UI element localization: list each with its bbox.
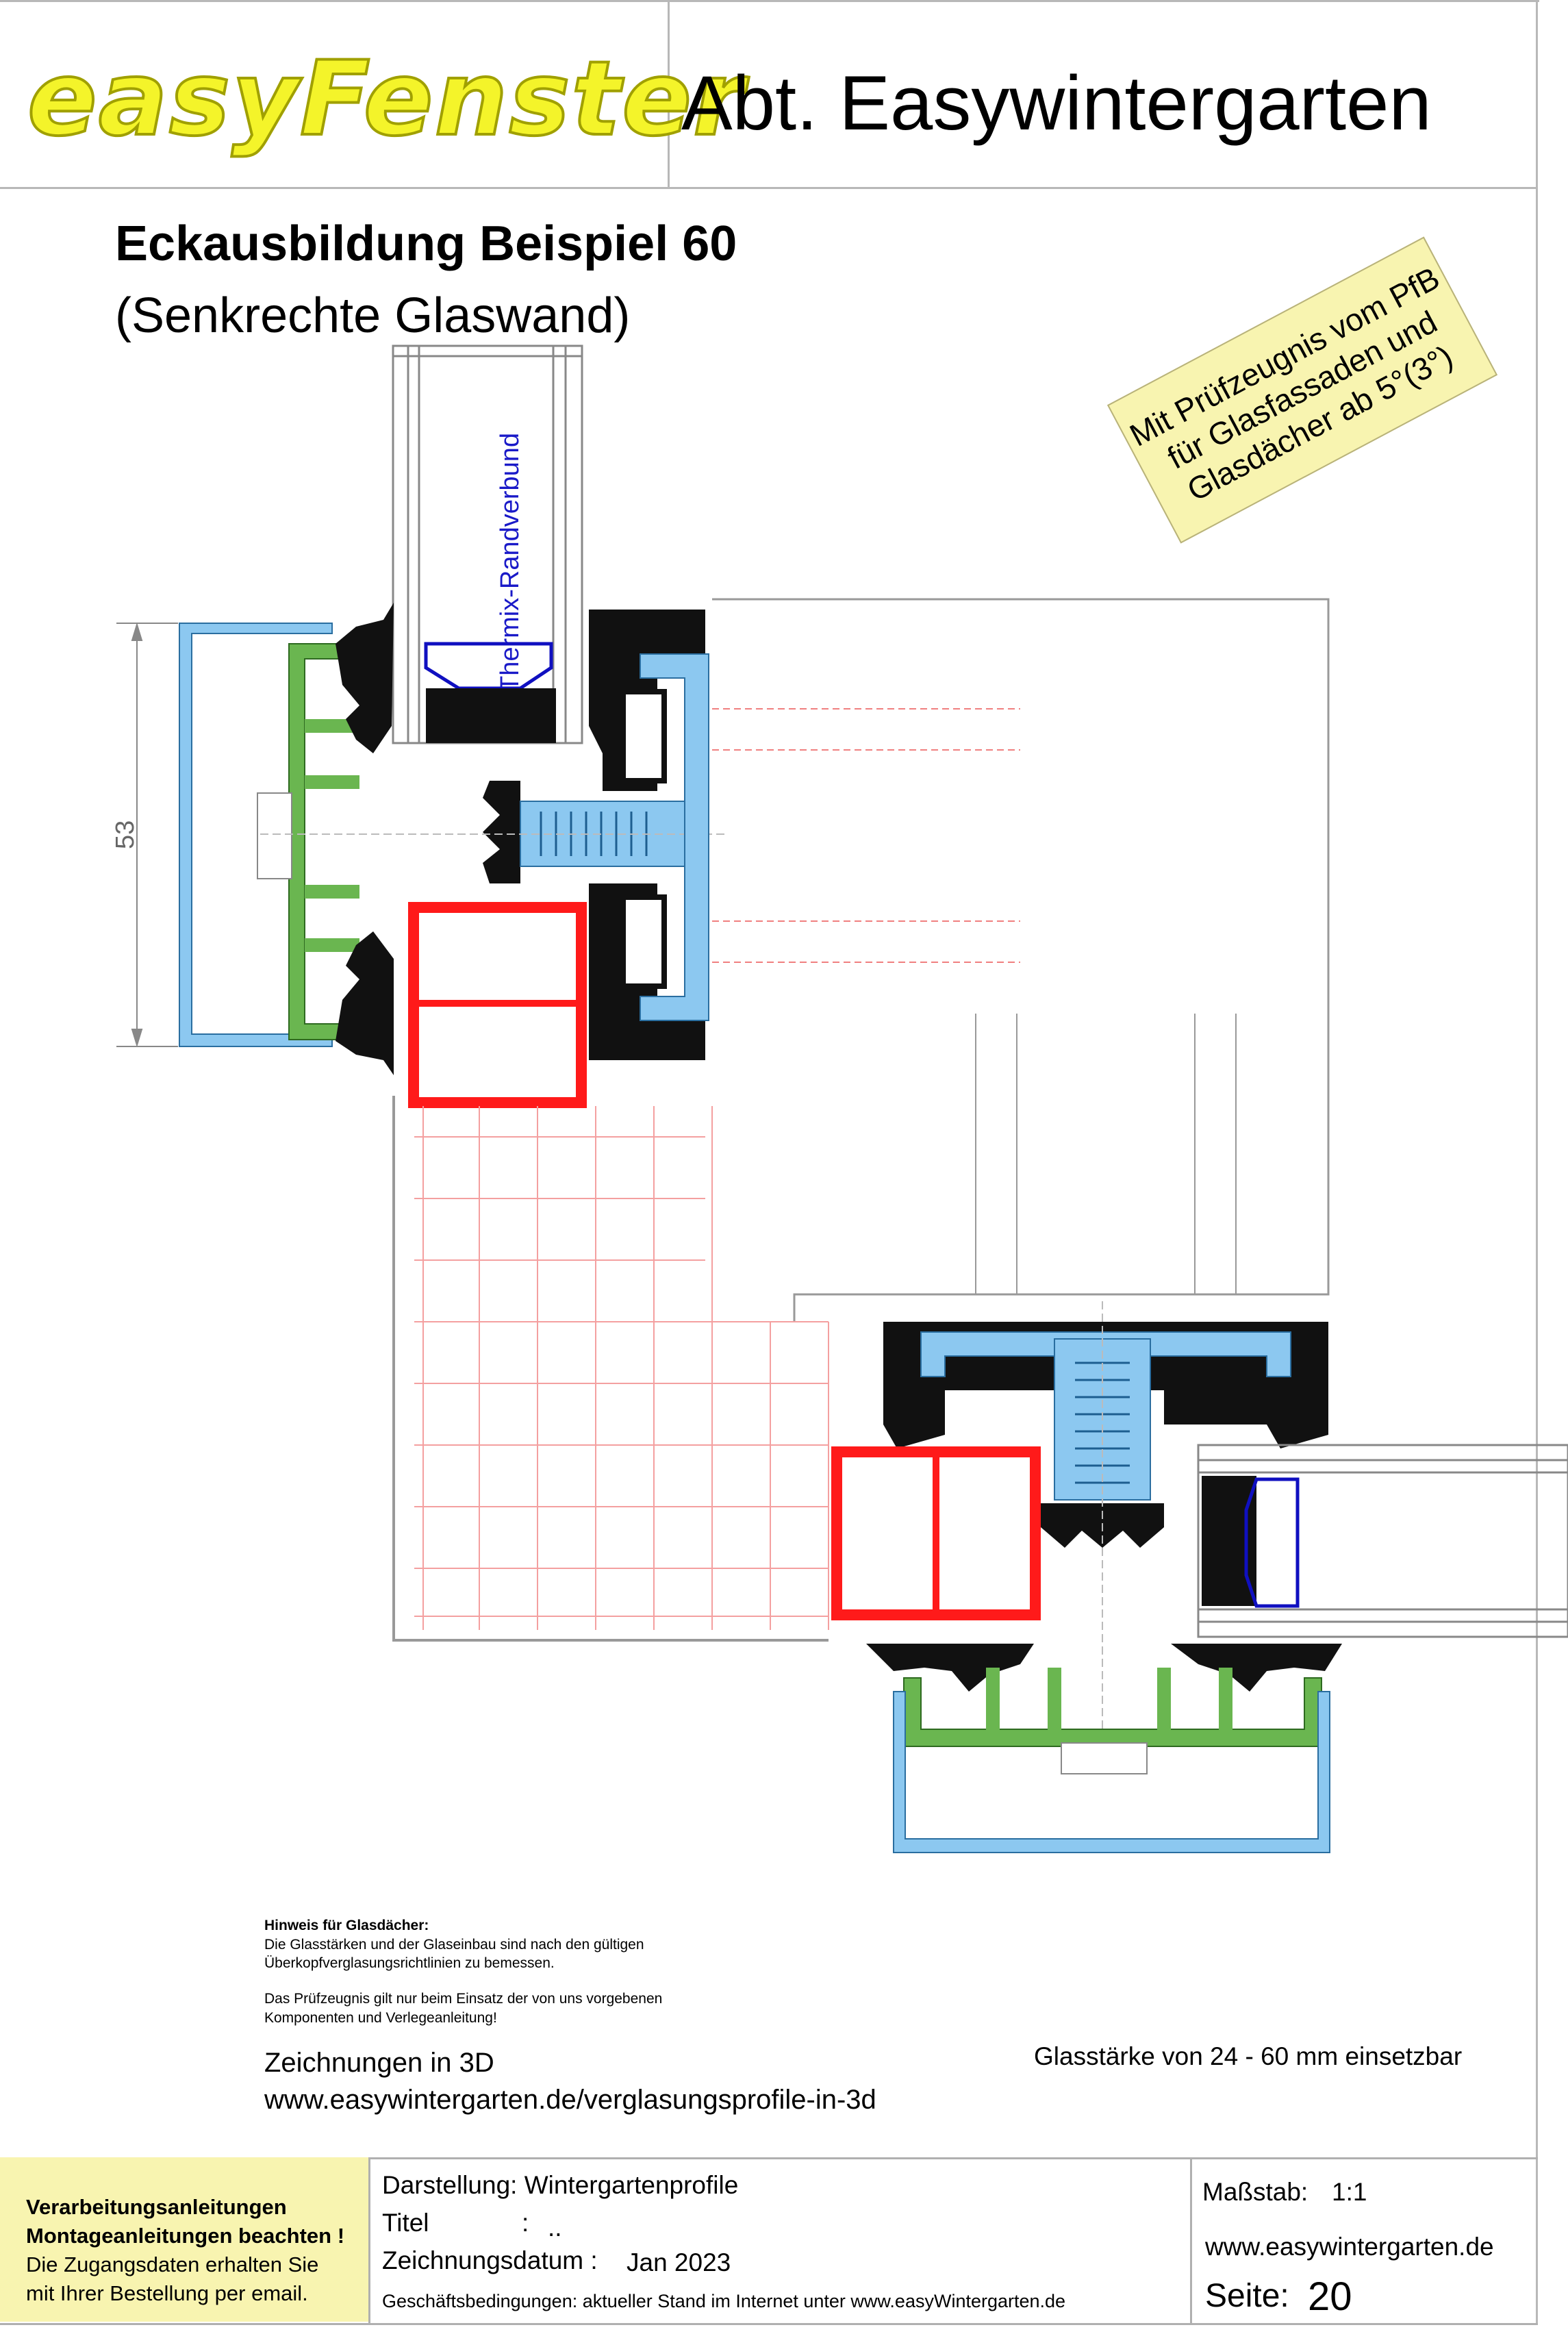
dimension-line xyxy=(116,622,178,1048)
seal-bottom-left xyxy=(866,1644,1034,1692)
seal-left-bottom xyxy=(336,931,394,1075)
inner-black-profile xyxy=(483,781,520,883)
hint-line: Das Prüfzeugnis gilt nur beim Einsatz de… xyxy=(264,1991,663,2007)
titel-value: .. xyxy=(548,2213,562,2242)
access-line: mit Ihrer Bestellung per email. xyxy=(26,2281,308,2305)
rail-blue xyxy=(640,653,709,1021)
dashed-guides xyxy=(712,708,1020,963)
page-number: 20 xyxy=(1308,2274,1352,2319)
thermix-spacer-right xyxy=(1244,1477,1300,1608)
drawings-3d-link[interactable]: www.easywintergarten.de/verglasungsprofi… xyxy=(264,2085,876,2115)
page-label: Seite: xyxy=(1205,2278,1289,2314)
header-divider xyxy=(0,187,1538,189)
company-logo: easyFenster xyxy=(26,40,746,159)
glass-thickness-note: Glasstärke von 24 - 60 mm einsetzbar xyxy=(1034,2042,1463,2070)
dimension-label: 53 xyxy=(111,820,140,849)
thermix-spacer-top xyxy=(424,642,553,690)
hint-line: Die Glasstärken und der Glaseinbau sind … xyxy=(264,1936,644,1953)
footer-divider-1 xyxy=(368,2157,370,2325)
gasket-fin xyxy=(305,775,359,789)
access-line: Die Zugangsdaten erhalten Sie xyxy=(26,2252,319,2276)
scale-label: Maßstab: xyxy=(1202,2178,1308,2206)
datum-value: Jan 2023 xyxy=(627,2248,731,2276)
title-block: Verarbeitungsanleitungen Montageanleitun… xyxy=(0,2157,1568,2347)
screw-block-bottom xyxy=(1061,1742,1148,1774)
website-link[interactable]: www.easywintergarten.de xyxy=(1205,2233,1494,2261)
drawings-3d-label: Zeichnungen in 3D xyxy=(264,2048,494,2078)
horizontal-glass-pane xyxy=(1197,1444,1568,1638)
gasket-frame-bottom xyxy=(903,1677,1322,1747)
frame-top xyxy=(0,0,1539,2)
hint-spacer xyxy=(264,1973,662,1990)
terms-text: Geschäftsbedingungen: aktueller Stand im… xyxy=(382,2291,1066,2311)
cap-left xyxy=(179,623,333,1047)
datum-label: Zeichnungsdatum : xyxy=(382,2246,598,2274)
header-vertical-divider xyxy=(668,0,670,188)
gasket-fin xyxy=(305,885,359,899)
titel-label: Titel xyxy=(382,2209,429,2237)
page-subtitle: (Senkrechte Glaswand) xyxy=(115,288,631,343)
instructions-box xyxy=(0,2157,368,2322)
scale-value: 1:1 xyxy=(1332,2178,1367,2206)
rail-insert xyxy=(620,689,667,783)
seal-bottom-right xyxy=(1171,1644,1342,1692)
rail-insert xyxy=(620,894,667,989)
department-title: Abt. Easywintergarten xyxy=(681,60,1432,146)
insulation-outline xyxy=(392,1096,829,1642)
gasket-fin xyxy=(1157,1668,1171,1733)
inner-vertical-lines xyxy=(975,1014,1237,1294)
insulation-grid xyxy=(414,1106,829,1630)
frame-right xyxy=(1536,0,1538,2325)
gasket-fin xyxy=(305,938,359,952)
vertical-glass-pane xyxy=(392,344,583,744)
page-title: Eckausbildung Beispiel 60 xyxy=(115,216,737,271)
gasket-fin xyxy=(1048,1668,1061,1733)
gasket-fin xyxy=(305,719,359,733)
darstellung-label: Darstellung: Wintergartenprofile xyxy=(382,2171,739,2199)
gasket-fin xyxy=(986,1668,1000,1733)
instructions-line: Montageanleitungen beachten ! xyxy=(26,2223,345,2248)
instructions-line: Verarbeitungsanleitungen xyxy=(26,2195,287,2219)
footer-bottom-line xyxy=(0,2323,1538,2325)
butyl-seal-top xyxy=(426,688,556,743)
screw-block-left xyxy=(257,792,292,879)
instructions-text: Verarbeitungsanleitungen Montageanleitun… xyxy=(26,2193,344,2307)
gasket-fin xyxy=(1219,1668,1232,1733)
glass-roof-hint: Hinweis für Glasdächer: Die Glasstärken … xyxy=(264,1916,662,2028)
cap-bottom xyxy=(893,1691,1330,1853)
hint-line: Komponenten und Verlegeanleitung! xyxy=(264,2009,497,2026)
hint-line: Überkopfverglasungsrichtlinien zu bemess… xyxy=(264,1955,555,1972)
hint-title: Hinweis für Glasdächer: xyxy=(264,1918,429,1933)
titel-separator: : xyxy=(522,2209,529,2237)
drawings-3d-block: Zeichnungen in 3D www.easywintergarten.d… xyxy=(264,2044,876,2118)
edge-seal-label: Thermix-Randverbund xyxy=(496,433,524,692)
footer-divider-2 xyxy=(1190,2157,1192,2325)
seal-left-top xyxy=(336,603,394,753)
footer-top-line xyxy=(0,2157,1538,2159)
profile-body-outline xyxy=(712,598,1330,1322)
